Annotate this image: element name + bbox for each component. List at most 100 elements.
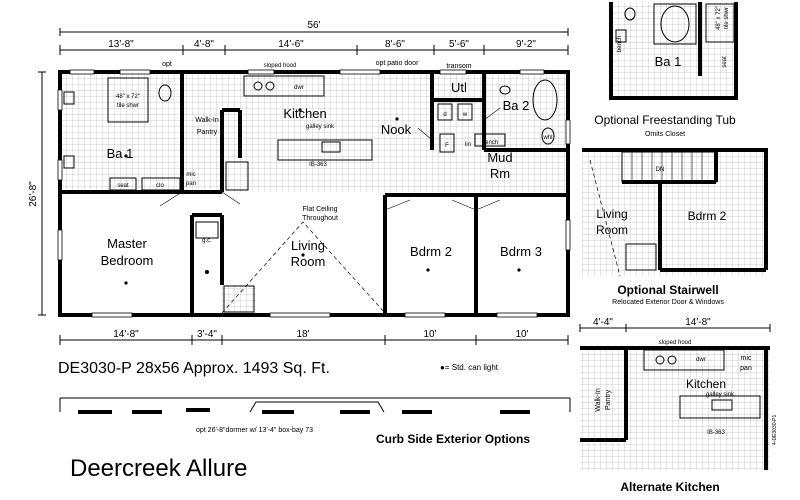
kitchen-inset-ib: IB-363 [707, 430, 725, 436]
kitchen-inset-sloped-hood: sloped hood [659, 340, 692, 346]
tub-inset-title: Optional Freestanding Tub [594, 113, 736, 127]
room-bdrm3: Bdrm 3 [500, 244, 542, 259]
kitchen-counter [243, 75, 325, 97]
note-opt: opt [162, 61, 172, 68]
room-ba1: Ba 1 [107, 146, 134, 161]
kitchen-inset-mic: mic [741, 355, 752, 362]
bath-2-sink-icon [499, 85, 511, 95]
overall-depth-label: 26'-8" [28, 181, 39, 207]
top-dim-3: 14'-6" [278, 39, 304, 50]
can-light-legend: ●= Std. can light [440, 363, 498, 372]
note-flat-line1: Flat Ceiling [302, 206, 337, 213]
stair-inset-dn: DN [656, 167, 665, 173]
island-sink-icon [321, 141, 341, 153]
stair-inset-living-line2: Room [596, 223, 628, 237]
room-living-line2: Room [291, 254, 326, 269]
note-dwr: dwr [294, 85, 304, 91]
room-mud-line1: Mud [487, 150, 512, 165]
kitchen-inset-dim-left: 4'-4" [593, 317, 613, 328]
curb-side-elevation [59, 397, 571, 414]
note-lin: lin [465, 142, 471, 148]
microwave-pantry [225, 161, 249, 191]
note-shower-line1: 48" x 72" [116, 94, 140, 100]
washer-icon [457, 103, 473, 121]
note-flat-line2: Throughout [302, 215, 338, 222]
top-dim-6: 9'-2" [516, 39, 536, 50]
inset-stairwell: DN Living Room Bdrm 2 Optional Stairwell… [582, 148, 768, 306]
bath-seat [109, 177, 137, 191]
can-light-legend-text: = Std. can light [444, 363, 498, 372]
note-pan: pan [186, 181, 196, 187]
room-walkin-line1: Walk-In [195, 117, 219, 124]
vanity-sink-icon-2 [63, 155, 75, 169]
kitchen-inset-pantry: Pantry [605, 389, 612, 410]
top-dim-5: 5'-6" [449, 39, 469, 50]
inset-freestanding-tub: 48" x 72" tile shwr bench seat Ba 1 Opti… [594, 2, 738, 138]
curb-side-title: Curb Side Exterior Options [376, 432, 531, 446]
tub-inset-subtitle: Omits Closet [645, 131, 685, 138]
top-segment-dimensions: 13'-8" 4'-8" 14'-6" 8'-6" 5'-6" 9'-2" [59, 39, 569, 55]
series-name: Deercreek Allure [70, 455, 248, 482]
bottom-dim-4: 10' [423, 329, 436, 340]
toilet-2-icon [541, 127, 555, 145]
overall-depth-dimension: 26'-8" [28, 71, 46, 316]
tub-inset-seat: seat [722, 56, 728, 68]
stair-inset-subtitle: Relocated Exterior Door & Windows [612, 299, 724, 306]
note-sloped-hood: sloped hood [264, 63, 297, 69]
corner-tub-area [223, 285, 255, 313]
gc-closet [195, 221, 219, 239]
dryer-icon [437, 103, 453, 121]
note-w: w [462, 112, 468, 118]
note-opt-patio: opt patio door [376, 60, 419, 67]
top-dim-4: 8'-6" [385, 39, 405, 50]
note-transom: transom [446, 63, 471, 70]
tub-inset-shower-line1: 48" x 72" [716, 6, 722, 30]
kitchen-inset-dim-right: 14'-8" [685, 317, 711, 328]
inset-alternate-kitchen: 4'-4" 14'-8" sloped hood dwr mic pan Kit… [579, 317, 771, 494]
stair-inset-bdrm: Bdrm 2 [688, 209, 727, 223]
room-bdrm2: Bdrm 2 [410, 244, 452, 259]
note-whl: whl [542, 135, 552, 141]
can-light-dot-icon: ● [440, 363, 445, 372]
bottom-dim-3: 18' [296, 329, 309, 340]
plan-model-title: DE3030-P 28x56 Approx. 1493 Sq. Ft. [58, 360, 330, 377]
room-walkin-line2: Pantry [197, 129, 218, 136]
kitchen-inset-galley: galley sink [706, 392, 735, 398]
bathtub-icon [532, 79, 558, 121]
overall-width-dimension: 56' [59, 20, 569, 36]
freezer-icon [439, 133, 455, 153]
room-master-line1: Master [107, 236, 147, 251]
note-clo: clo [156, 183, 164, 189]
room-nook: Nook [381, 122, 412, 137]
note-seat: seat [117, 183, 129, 189]
room-utl: Utl [451, 80, 467, 95]
vanity-sink-icon [63, 91, 75, 105]
note-gc: g.c. [202, 238, 212, 244]
kitchen-inset-title-room: Kitchen [686, 377, 726, 391]
note-f: F [445, 143, 449, 149]
note-bench: bench [482, 140, 498, 146]
tub-inset-ba: Ba 1 [655, 54, 682, 69]
note-mic: mic [186, 172, 195, 178]
note-ib: IB-363 [309, 162, 327, 168]
room-living-line1: Living [291, 238, 325, 253]
dormer-note: opt 26'-8"dormer w/ 13'-4" box-bay 73 [196, 427, 313, 434]
note-galley-sink: galley sink [306, 124, 335, 130]
tub-inset-shower-line2: tile shwr [724, 7, 730, 29]
ceiling-line [221, 221, 386, 314]
room-kitchen: Kitchen [283, 106, 326, 121]
room-mud-line2: Rm [490, 166, 510, 181]
note-shower-line2: tile shwr [117, 103, 139, 109]
room-master-line2: Bedroom [101, 253, 154, 268]
plan-code: 4-DE3030-P1 [772, 414, 778, 445]
tub-inset-bench: bench [617, 36, 623, 52]
bottom-segment-dimensions: 14'-8" 3'-4" 18' 10' 10' [59, 329, 569, 345]
tile-shower [107, 77, 149, 123]
kitchen-inset-title: Alternate Kitchen [620, 480, 719, 494]
kitchen-island [277, 139, 373, 161]
kitchen-inset-pan: pan [740, 365, 752, 372]
kitchen-inset-walkin: Walk-In [595, 388, 602, 412]
bottom-dim-1: 14'-8" [113, 329, 139, 340]
bottom-dim-5: 10' [515, 329, 528, 340]
